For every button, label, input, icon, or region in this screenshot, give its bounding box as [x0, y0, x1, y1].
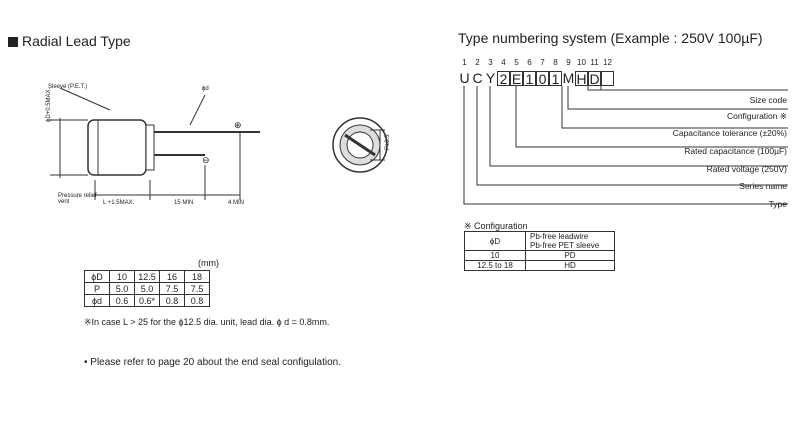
- unit-label: (mm): [198, 258, 219, 268]
- sleeve-label: Sleeve (P.E.T.): [48, 84, 88, 90]
- position-numbers: 1 2 3 4 5 6 7 8 9 10 11 12: [462, 58, 612, 67]
- section-title-type-numbering: Type numbering system (Example : 250V 10…: [458, 30, 763, 46]
- label-rated-capacitance: Rated capacitance (100µF): [684, 146, 787, 156]
- label-series-name: Series name: [739, 181, 787, 191]
- label-configuration: Configuration ※: [726, 111, 787, 121]
- label-rated-voltage: Rated voltage (250V): [706, 164, 787, 174]
- label-capacitance-tolerance: Capacitance tolerance (±20%): [672, 128, 787, 138]
- minus-icon: ⊖: [202, 155, 210, 165]
- radial-lead-drawing: [50, 87, 388, 200]
- end-seal-note: • Please refer to page 20 about the end …: [84, 357, 342, 368]
- square-bullet-icon: [8, 37, 18, 47]
- body-dia-label: ϕD+0.5MAX.: [46, 87, 52, 122]
- code-leader-lines: [463, 86, 788, 205]
- lead-note: ※In case L > 25 for the ϕ12.5 dia. unit,…: [84, 317, 330, 327]
- cut-length-dim: 4 MIN: [228, 200, 245, 206]
- lead-length-dim: 15 MIN: [174, 200, 194, 206]
- pressure-vent-label: Pressure relief vent: [58, 193, 97, 205]
- length-dim: L +1.5MAX.: [103, 200, 135, 206]
- configuration-title: ※ Configuration: [464, 221, 528, 231]
- label-type: Type: [768, 199, 787, 209]
- type-code: U C Y 2 E 1 0 1 M H D: [458, 71, 614, 87]
- pitch-dim: P±0.5: [385, 134, 391, 150]
- section-title-radial: Radial Lead Type: [8, 33, 131, 49]
- lead-dia-label: ϕd: [202, 86, 209, 92]
- plus-icon: ⊕: [234, 120, 242, 130]
- label-size-code: Size code: [749, 95, 787, 105]
